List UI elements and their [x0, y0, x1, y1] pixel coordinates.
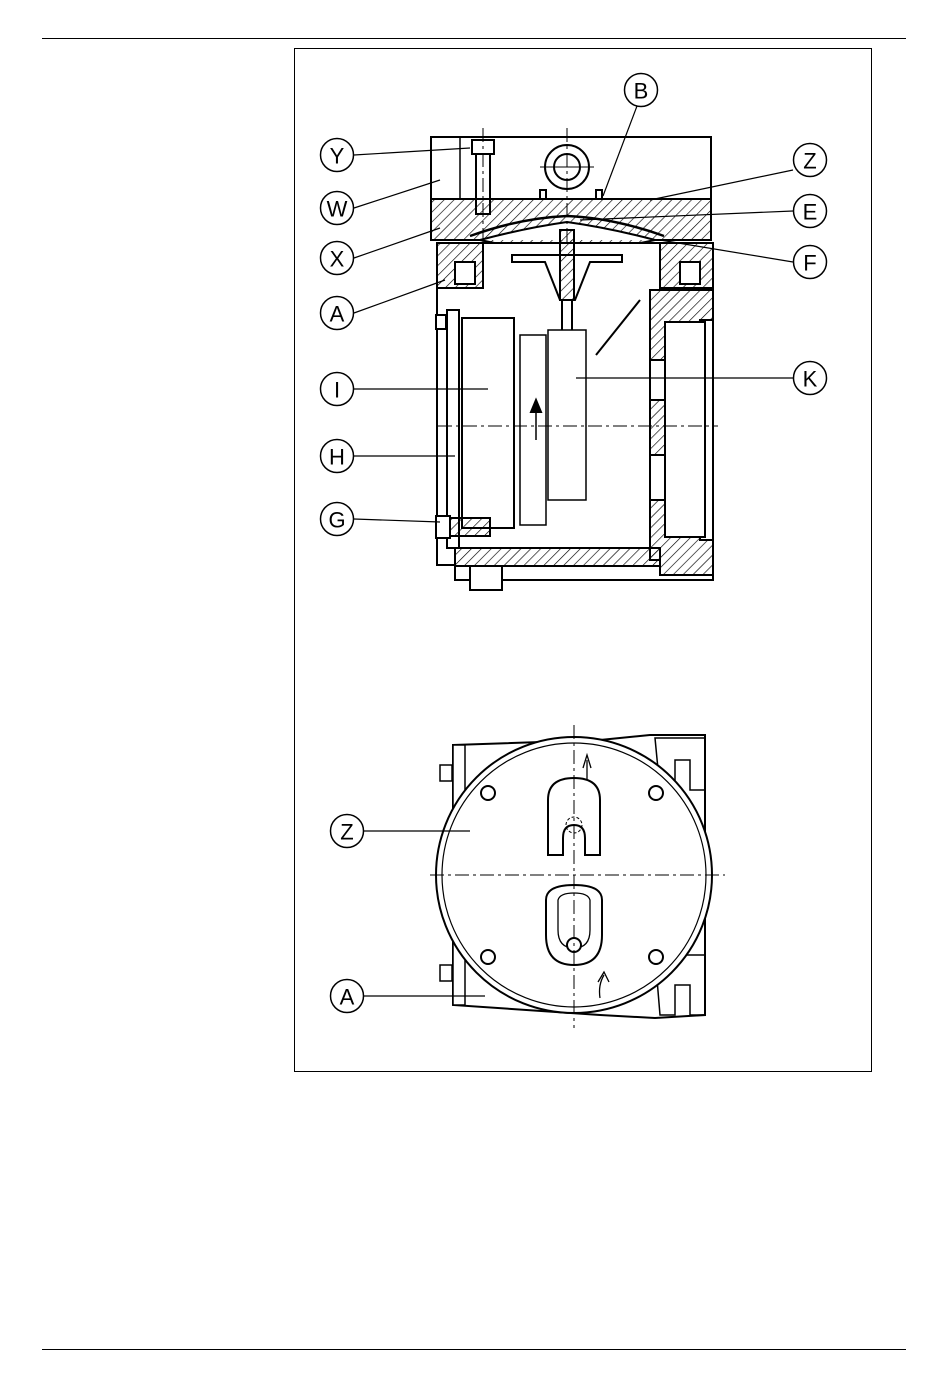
callout-e-label: E [803, 200, 818, 225]
callout-z: Z [794, 144, 827, 177]
callout-w: W [321, 192, 354, 225]
callout-g-label: G [328, 508, 345, 533]
section-view [431, 128, 718, 590]
top-view [430, 725, 725, 1028]
callout-z-top: Z [331, 815, 364, 848]
callout-w-label: W [327, 197, 348, 222]
callout-a-label: A [330, 302, 345, 327]
callout-h-label: H [329, 445, 345, 470]
callout-k: K [794, 362, 827, 395]
magnet-core [462, 318, 514, 528]
coil-plate [447, 310, 459, 548]
callout-y: Y [321, 139, 354, 172]
callout-a: A [321, 297, 354, 330]
callout-f: F [794, 246, 827, 279]
callout-x: X [321, 242, 354, 275]
callout-h: H [321, 440, 354, 473]
callout-i-label: I [334, 378, 340, 403]
top-callouts: Z A [331, 815, 364, 1013]
callout-z-top-label: Z [340, 820, 353, 845]
screw-g [436, 516, 450, 538]
callout-z-label: Z [803, 149, 816, 174]
callout-g: G [321, 503, 354, 536]
callout-b-label: B [634, 79, 649, 104]
callout-y-label: Y [330, 144, 345, 169]
callout-x-label: X [330, 247, 345, 272]
callout-b: B [625, 74, 658, 107]
callout-k-label: K [803, 367, 818, 392]
callout-i: I [321, 373, 354, 406]
callout-a-top-label: A [340, 985, 355, 1010]
callout-e: E [794, 195, 827, 228]
callout-f-label: F [803, 251, 816, 276]
callout-a-top: A [331, 980, 364, 1013]
